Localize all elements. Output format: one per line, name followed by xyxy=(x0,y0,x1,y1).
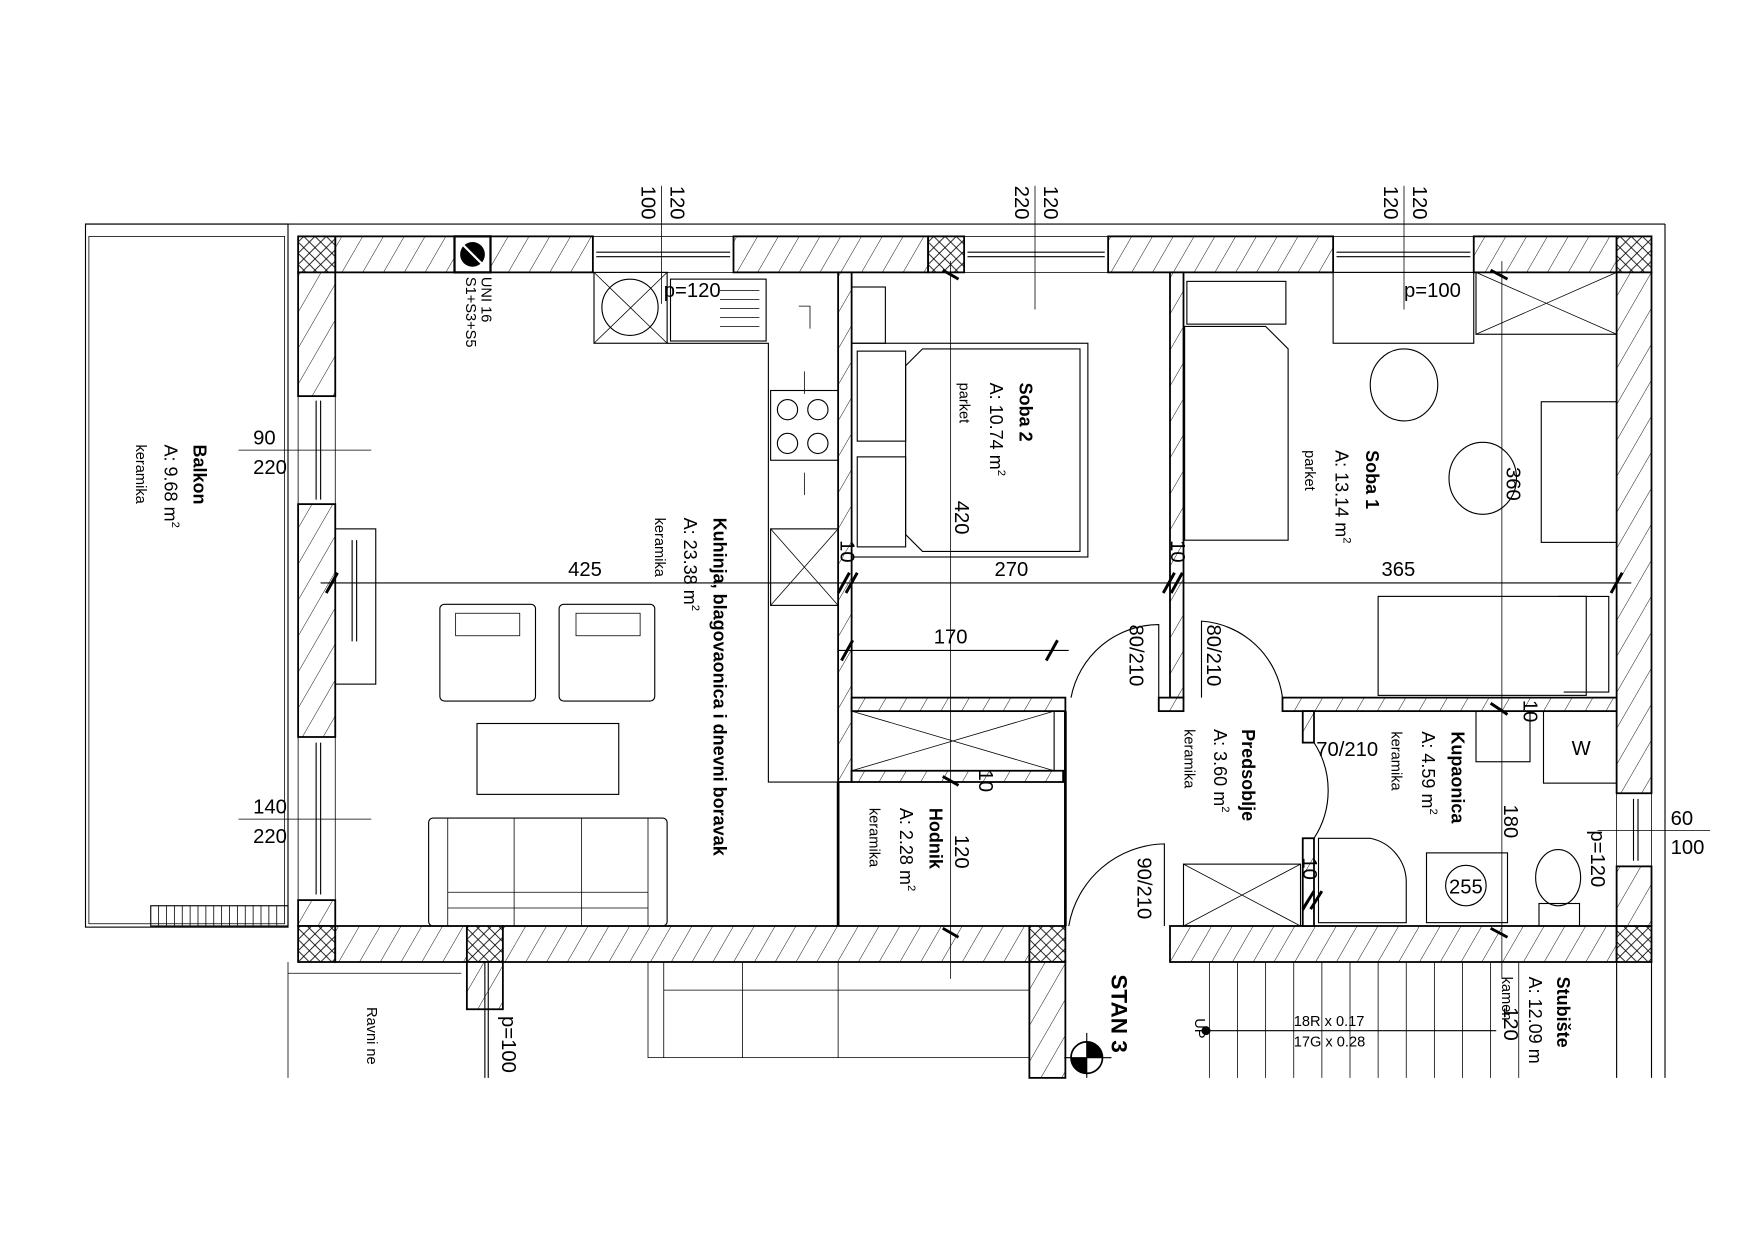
roof-label: Ravni ne xyxy=(363,1007,379,1065)
door-label: 80/210 xyxy=(1202,625,1224,687)
window-width-label: 140 xyxy=(253,797,287,819)
door-label: 80/210 xyxy=(1125,625,1147,687)
dim-label: 170 xyxy=(934,627,968,649)
window-width-label: 220 xyxy=(1010,186,1032,220)
room-area: A: 4.59 m2 xyxy=(1418,731,1439,814)
exterior-walls xyxy=(297,235,1653,1079)
stairs-risers-label: 18R x 0.17 xyxy=(1294,1014,1365,1030)
unit-label: STAN 3 xyxy=(1107,974,1132,1052)
interior-walls xyxy=(836,271,1618,927)
room-floor: keramika xyxy=(651,518,667,578)
room-predsoblje: Predsoblje A: 3.60 m2 keramika xyxy=(1181,729,1258,821)
room-floor: parket xyxy=(1301,450,1317,491)
dim-label: 10 xyxy=(1166,540,1188,563)
window-height-label: 120 xyxy=(666,186,688,220)
chimney-label: UNI 16 xyxy=(478,277,494,322)
dimension-lines xyxy=(238,185,1710,979)
door-label: 90/210 xyxy=(1132,857,1154,919)
dim-label: 420 xyxy=(950,501,972,535)
room-name: Soba 2 xyxy=(1015,383,1035,442)
room-name: Balkon xyxy=(190,445,210,505)
room-floor: parket xyxy=(956,383,972,424)
door-label: 70/210 xyxy=(1316,739,1378,761)
drain-grate xyxy=(150,905,289,927)
chimney: UNI 16 S1+S3+S5 xyxy=(453,235,494,348)
room-floor: kamen xyxy=(1498,977,1514,1021)
room-area: A: 2.28 m2 xyxy=(896,808,917,891)
soba2-furniture xyxy=(851,286,1089,558)
window-height-label: 120 xyxy=(1039,186,1061,220)
north-arrow-icon xyxy=(1064,1032,1112,1078)
dim-label: 10 xyxy=(835,540,857,563)
dim-label: 425 xyxy=(568,559,602,581)
room-hodnik: Hodnik A: 2.28 m2 keramika xyxy=(866,808,946,891)
stairs-up-label: UP xyxy=(1191,1018,1207,1038)
window-width-label: 90 xyxy=(253,428,276,450)
stairs-treads-label: 17G x 0.28 xyxy=(1294,1034,1365,1050)
parapet-label: p=100 xyxy=(1404,280,1461,302)
dim-label: 365 xyxy=(1382,559,1416,581)
window-height-label: 120 xyxy=(1408,186,1430,220)
parapet-label: p=120 xyxy=(1586,830,1608,887)
dimension-labels: 425 270 365 10 10 170 420 360 120 180 12… xyxy=(568,467,1540,1041)
room-area: A: 23.38 m2 xyxy=(680,518,701,611)
room-floor: keramika xyxy=(1388,731,1404,791)
parapet-label: p=120 xyxy=(664,280,721,302)
dim-label: 10 xyxy=(974,770,996,793)
room-area: A: 9.68 m2 xyxy=(160,445,181,528)
window-width-label: 60 xyxy=(1671,808,1694,830)
window-width-label: 100 xyxy=(636,186,658,220)
room-area: A: 12.09 m xyxy=(1525,977,1545,1064)
parapet-label: p=100 xyxy=(497,1016,519,1073)
window-width-label: 120 xyxy=(1379,186,1401,220)
room-name: Soba 1 xyxy=(1362,450,1382,509)
balcony xyxy=(84,223,1665,928)
room-floor: keramika xyxy=(1181,729,1197,789)
room-floor: keramika xyxy=(866,808,882,868)
room-kuhinja: Kuhinja, blagovaonica i dnevni boravak A… xyxy=(651,518,730,857)
dim-label: 270 xyxy=(995,559,1029,581)
washer-label: W xyxy=(1572,738,1592,760)
room-soba1: Soba 1 A: 13.14 m2 parket xyxy=(1301,450,1382,543)
wardrobe xyxy=(851,710,1302,927)
dim-label: 10 xyxy=(1298,857,1320,880)
dim-label: 10 xyxy=(1518,700,1540,723)
room-area: A: 10.74 m2 xyxy=(986,383,1007,476)
dim-label: 360 xyxy=(1501,467,1523,501)
kitchen-units xyxy=(593,271,839,783)
room-area: A: 13.14 m2 xyxy=(1331,450,1352,543)
room-name: Kupaonica xyxy=(1447,731,1467,824)
washbasin-label: 255 xyxy=(1449,876,1483,898)
room-balkon: Balkon A: 9.68 m2 keramika xyxy=(132,445,209,528)
room-kupaonica: Kupaonica A: 4.59 m2 keramika xyxy=(1388,731,1468,824)
top-window-dimensions: 100 120 220 120 120 120 xyxy=(636,186,1430,220)
room-name: Predsoblje xyxy=(1238,729,1258,821)
stairs xyxy=(287,223,1666,1078)
room-stubiste: Stubište A: 12.09 m kamen xyxy=(1498,977,1573,1064)
dim-label: 120 xyxy=(1499,1007,1521,1041)
chimney-flues-label: S1+S3+S5 xyxy=(462,277,478,348)
room-area: A: 3.60 m2 xyxy=(1210,729,1231,812)
window-height-label: 100 xyxy=(1671,837,1705,859)
room-floor: keramika xyxy=(132,445,148,505)
dim-label: 180 xyxy=(1499,805,1521,839)
window-height-label: 220 xyxy=(253,826,287,848)
room-name: Hodnik xyxy=(925,808,945,870)
room-soba2: Soba 2 A: 10.74 m2 parket xyxy=(956,383,1036,476)
dim-label: 120 xyxy=(950,835,972,869)
doors xyxy=(1068,620,1329,927)
soba1-furniture xyxy=(1184,271,1618,696)
window-height-label: 220 xyxy=(253,457,287,479)
room-name: Stubište xyxy=(1553,977,1573,1048)
side-window-dimensions: 90 220 140 220 60 100 xyxy=(253,428,1704,860)
room-name: Kuhinja, blagovaonica i dnevni boravak xyxy=(709,518,729,857)
living-furniture xyxy=(334,528,668,927)
